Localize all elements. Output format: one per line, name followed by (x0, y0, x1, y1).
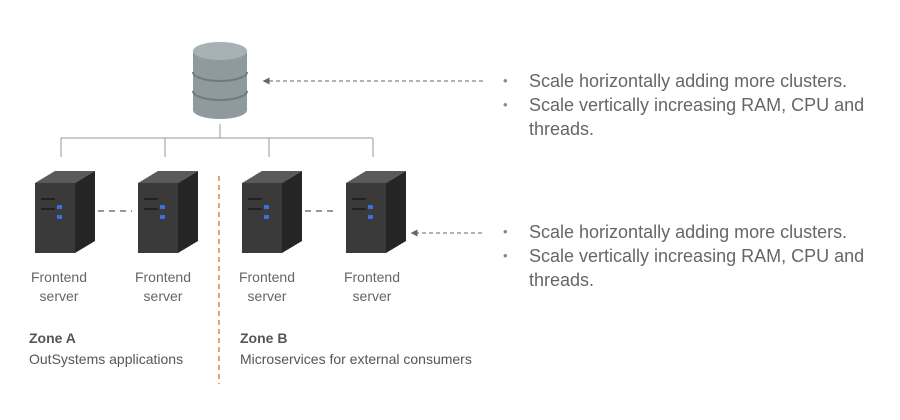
server-label-line2: server (247, 288, 287, 304)
server-note-horizontal: Scale horizontally adding more clusters. (503, 220, 888, 244)
server-icon (35, 171, 95, 253)
database-note-horizontal: Scale horizontally adding more clusters. (503, 69, 888, 93)
server-label-line1: Frontend (238, 269, 296, 285)
server-label: Frontend server (317, 268, 427, 306)
server-label: Frontend server (212, 268, 322, 306)
zone-a-description: OutSystems applications (29, 351, 184, 367)
server-label: Frontend server (4, 268, 114, 306)
server-label-line2: server (143, 288, 183, 304)
database-scaling-notes: Scale horizontally adding more clusters.… (503, 69, 888, 141)
tree-connector (60, 124, 374, 157)
server-label-line1: Frontend (343, 269, 401, 285)
database-note-vertical: Scale vertically increasing RAM, CPU and… (503, 93, 888, 141)
server-icon (138, 171, 198, 253)
server-note-vertical: Scale vertically increasing RAM, CPU and… (503, 244, 888, 292)
server-label: Frontend server (108, 268, 218, 306)
server-label-line1: Frontend (30, 269, 88, 285)
server-icon (242, 171, 302, 253)
server-label-line1: Frontend (134, 269, 192, 285)
database-icon (192, 42, 248, 119)
zone-b-title: Zone B (240, 330, 288, 346)
server-scaling-notes: Scale horizontally adding more clusters.… (503, 220, 888, 292)
server-label-line2: server (39, 288, 79, 304)
zone-a-title: Zone A (29, 330, 76, 346)
zone-b-description: Microservices for external consumers (240, 351, 472, 367)
server-icon (346, 171, 406, 253)
server-label-line2: server (352, 288, 392, 304)
